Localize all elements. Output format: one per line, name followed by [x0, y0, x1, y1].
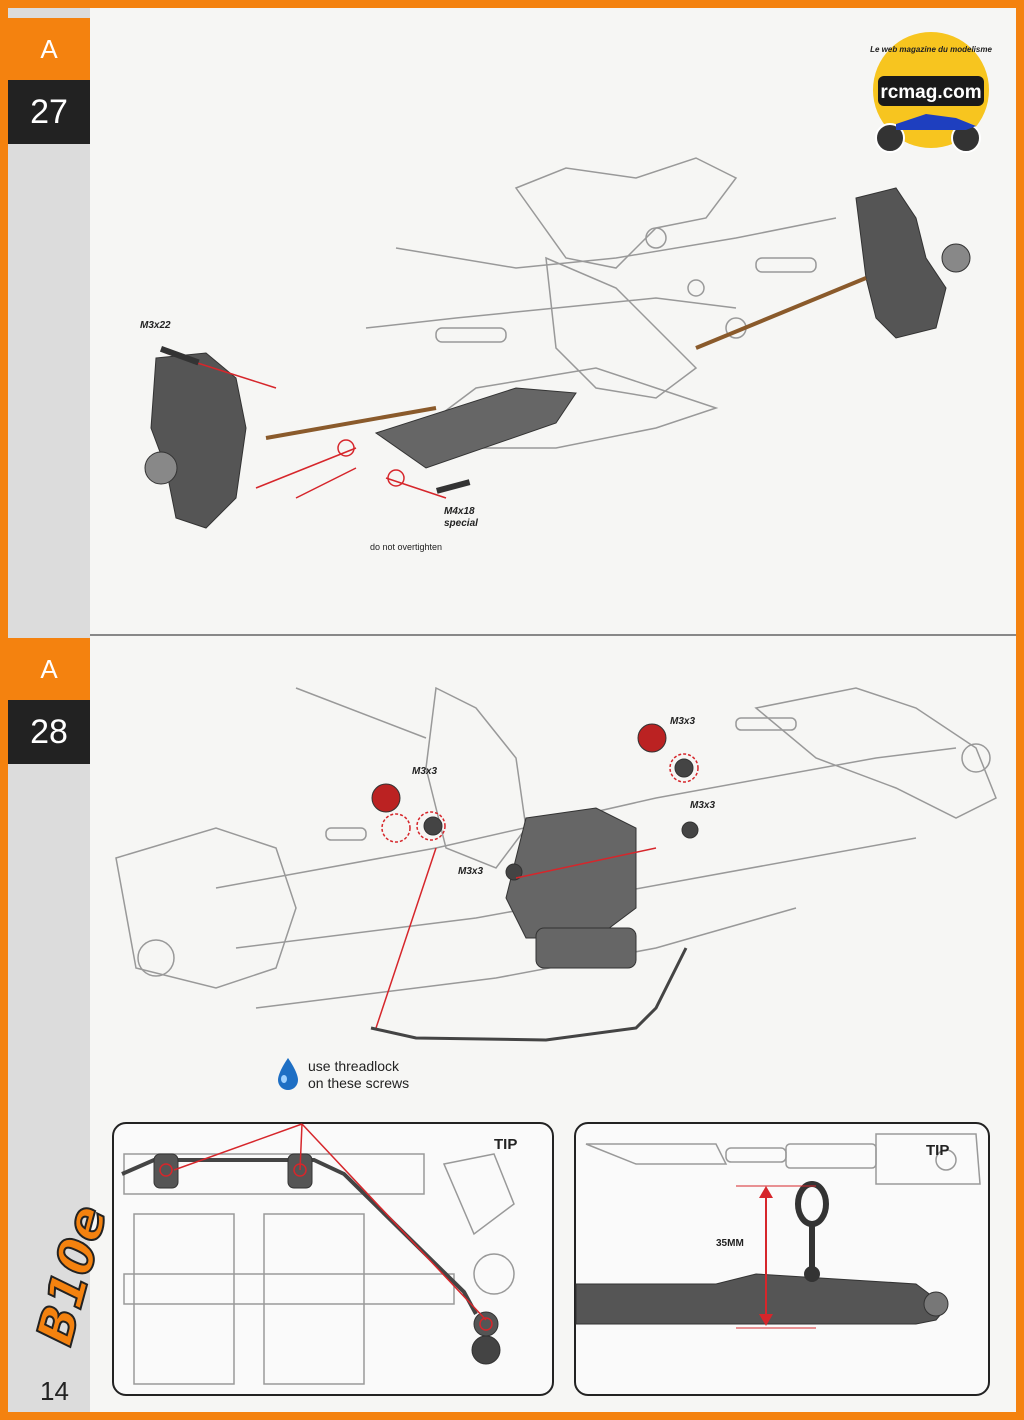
tip-left-illustration — [121, 1123, 515, 1385]
rcmag-badge: rcmag.com Le web magazine du modelisme — [870, 32, 992, 153]
tip-label-right: TIP — [926, 1142, 950, 1159]
threadlock-note: use threadlock on these screws — [308, 1058, 409, 1092]
step-28-header: A 28 — [8, 638, 90, 764]
step-28-illustration — [115, 686, 997, 1042]
rcmag-site-text: rcmag.com — [880, 82, 981, 103]
screw-label-m3x22: M3x22 — [140, 320, 171, 331]
brand-model-text: B10e — [26, 1199, 119, 1351]
screw-label-d: M3x3 — [458, 866, 484, 877]
measure-label: 35MM — [716, 1238, 744, 1249]
rcmag-tagline: Le web magazine du modelisme — [870, 45, 992, 54]
screw-label-c: M3x3 — [690, 800, 716, 811]
screw-label-a: M3x3 — [412, 766, 438, 777]
threadlock-line1: use threadlock — [308, 1058, 400, 1074]
tip-box-right: TIP 35MM — [574, 1122, 990, 1396]
b10e-brand-logo: B10e — [25, 1198, 120, 1352]
overtighten-note: do not overtighten — [370, 542, 443, 552]
step-number: 28 — [8, 700, 90, 764]
rcmag-logo: rcmag.com Le web magazine du modelisme — [856, 28, 1006, 158]
screw-label-special: special — [444, 518, 478, 529]
threadlock-drop-icon — [278, 1058, 298, 1090]
step-27-illustration — [144, 157, 971, 529]
step-letter: A — [8, 18, 90, 80]
step-letter: A — [8, 638, 90, 700]
tip-box-left: TIP — [112, 1122, 554, 1396]
screw-label-b: M3x3 — [670, 716, 696, 727]
step-divider — [90, 634, 1016, 636]
threadlock-line2: on these screws — [308, 1075, 410, 1091]
tip-right-illustration — [575, 1133, 981, 1329]
screw-label-m4x18: M4x18 — [444, 506, 475, 517]
step-27-header: A 27 — [8, 18, 90, 144]
manual-page: A 27 — [8, 8, 1016, 1412]
page-number: 14 — [40, 1376, 69, 1406]
step-number: 27 — [8, 80, 90, 144]
tip-label-left: TIP — [494, 1136, 518, 1153]
